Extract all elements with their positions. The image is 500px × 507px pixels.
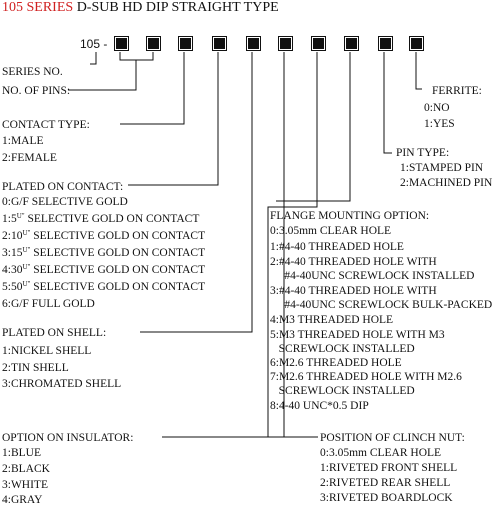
flange-item: #4-40UNC SCREWLOCK BULK-PACKED	[270, 299, 493, 311]
flange-item: 8:4-40 UNC*0.5 DIP	[270, 400, 369, 412]
contact-type-header: CONTACT TYPE:	[2, 119, 90, 131]
flange-item: SCREWLOCK INSTALLED	[270, 343, 415, 355]
ferrite-item: 0:NO	[424, 102, 450, 114]
clinch-nut-item: 0:3.05mm CLEAR HOLE	[320, 447, 442, 459]
code-box-pins-2	[146, 36, 161, 51]
item-text: 1:5	[2, 213, 17, 225]
plated-contact-item: 4:30U" SELECTIVE GOLD ON CONTACT	[2, 263, 205, 277]
plated-contact-item: 5:50U" SELECTIVE GOLD ON CONTACT	[2, 280, 205, 294]
series-label: 105 SERIES	[2, 0, 74, 15]
item-text: 4:30	[2, 264, 23, 276]
flange-item: 3:#4-40 THREADED HOLE WITH	[270, 285, 437, 297]
code-box-flange	[344, 36, 359, 51]
micro-inch-unit: U"	[22, 263, 31, 271]
series-no-label: SERIES NO.	[2, 66, 63, 78]
micro-inch-unit: U"	[16, 212, 25, 220]
insulator-item: 2:BLACK	[2, 463, 50, 475]
plated-shell-header: PLATED ON SHELL:	[2, 327, 107, 339]
insulator-header: OPTION ON INSULATOR:	[2, 432, 134, 444]
item-text: 6:G/F FULL GOLD	[2, 298, 95, 310]
title-rest: D-SUB HD DIP STRAIGHT TYPE	[73, 0, 279, 15]
code-box-ferrite	[409, 36, 424, 51]
plated-contact-item: 1:5U" SELECTIVE GOLD ON CONTACT	[2, 212, 199, 226]
flange-item: 1:#4-40 THREADED HOLE	[270, 241, 404, 253]
part-code-prefix: 105 -	[80, 37, 108, 51]
flange-item: 4:M3 THREADED HOLE	[270, 314, 394, 326]
flange-header: FLANGE MOUNTING OPTION:	[270, 210, 430, 222]
plated-contact-item: 2:10U" SELECTIVE GOLD ON CONTACT	[2, 229, 205, 243]
flange-item: 2:#4-40 THREADED HOLE WITH	[270, 256, 437, 268]
code-box-plated-contact	[212, 36, 227, 51]
plated-contact-item: 3:15U" SELECTIVE GOLD ON CONTACT	[2, 246, 205, 260]
no-of-pins-label: NO. OF PINS:	[2, 85, 71, 97]
clinch-nut-item: 1:RIVETED FRONT SHELL	[320, 462, 458, 474]
code-box-clinch-nut	[311, 36, 326, 51]
flange-item: #4-40UNC SCREWLOCK INSTALLED	[270, 270, 475, 282]
code-box-contact-type	[178, 36, 193, 51]
diagram-title: 105 SERIES D-SUB HD DIP STRAIGHT TYPE	[2, 0, 279, 16]
plated-contact-item: 6:G/F FULL GOLD	[2, 297, 95, 311]
micro-inch-unit: U"	[22, 229, 31, 237]
plated-contact-header: PLATED ON CONTACT:	[2, 181, 124, 193]
item-text: SELECTIVE GOLD ON CONTACT	[30, 264, 206, 276]
code-box-insulator	[278, 36, 293, 51]
ferrite-item: 1:YES	[424, 118, 455, 130]
code-box-pins	[114, 36, 129, 51]
flange-item: 5:M3 THREADED HOLE WITH M3	[270, 329, 445, 341]
flange-item: SCREWLOCK INSTALLED	[270, 385, 415, 397]
insulator-item: 4:GRAY	[2, 494, 43, 506]
micro-inch-unit: U"	[22, 246, 31, 254]
clinch-nut-item: 3:RIVETED BOARDLOCK	[320, 492, 453, 504]
item-text: 0:G/F SELECTIVE GOLD	[2, 196, 128, 208]
insulator-item: 3:WHITE	[2, 479, 48, 491]
plated-shell-item: 2:TIN SHELL	[2, 362, 69, 374]
clinch-nut-item: 2:RIVETED REAR SHELL	[320, 477, 451, 489]
item-text: 5:50	[2, 281, 23, 293]
item-text: SELECTIVE GOLD ON CONTACT	[24, 213, 200, 225]
flange-item: 0:3.05mm CLEAR HOLE	[270, 225, 392, 237]
item-text: SELECTIVE GOLD ON CONTACT	[30, 247, 206, 259]
pin-type-item: 2:MACHINED PIN	[400, 177, 493, 189]
flange-item: 6:M2.6 THREADED HOLE	[270, 357, 402, 369]
plated-shell-item: 1:NICKEL SHELL	[2, 345, 92, 357]
pin-type-header: PIN TYPE:	[396, 147, 450, 159]
flange-item: 7:M2.6 THREADED HOLE WITH M2.6	[270, 371, 462, 383]
contact-type-item: 1:MALE	[2, 135, 44, 147]
item-text: 3:15	[2, 247, 23, 259]
clinch-nut-header: POSITION OF CLINCH NUT:	[320, 432, 465, 444]
insulator-item: 1:BLUE	[2, 447, 41, 459]
contact-type-item: 2:FEMALE	[2, 152, 57, 164]
plated-shell-item: 3:CHROMATED SHELL	[2, 378, 122, 390]
code-box-plated-shell	[246, 36, 261, 51]
micro-inch-unit: U"	[22, 280, 31, 288]
plated-contact-item: 0:G/F SELECTIVE GOLD	[2, 195, 128, 209]
code-box-pin-type	[378, 36, 393, 51]
pin-type-item: 1:STAMPED PIN	[400, 162, 484, 174]
item-text: SELECTIVE GOLD ON CONTACT	[30, 281, 206, 293]
ferrite-header: FERRITE:	[432, 85, 482, 97]
item-text: SELECTIVE GOLD ON CONTACT	[30, 230, 206, 242]
item-text: 2:10	[2, 230, 23, 242]
